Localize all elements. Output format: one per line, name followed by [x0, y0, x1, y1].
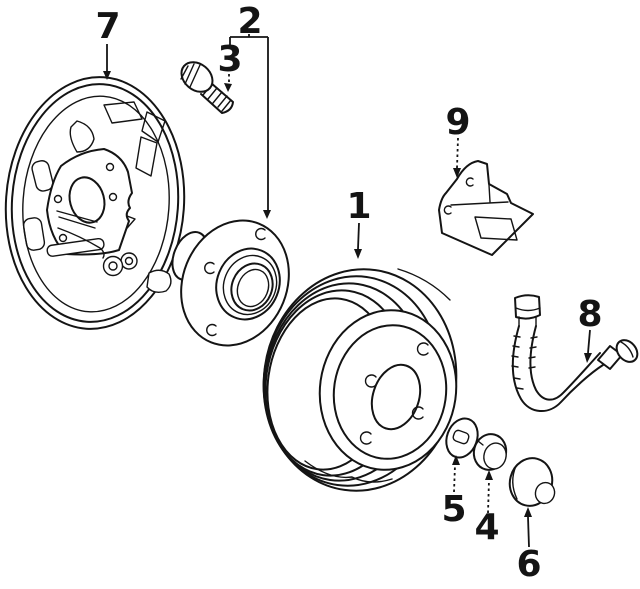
plate-hold-down-pin	[102, 255, 124, 277]
callout-6-arrowhead	[524, 507, 532, 517]
plate-bolt-hole	[58, 233, 68, 243]
plate-bolt-hole	[53, 194, 63, 204]
callout-6-leader	[527, 516, 530, 548]
bracket-hole	[443, 205, 452, 215]
callout-2-leader	[229, 34, 269, 210]
hub-bolt-drawing	[180, 61, 234, 114]
drum-center-hole	[370, 363, 422, 431]
hose-neck	[518, 316, 537, 327]
callout-1: 1	[346, 186, 372, 259]
callout-8-arrowhead	[584, 353, 592, 363]
callout-3: 3	[217, 39, 243, 92]
nut-face	[483, 442, 507, 470]
callout-8: 8	[577, 294, 603, 363]
plate-window-lower-left	[22, 217, 46, 251]
drum-top-lip-line	[397, 268, 451, 301]
bracket-hole	[465, 177, 474, 187]
washer-hole	[452, 429, 470, 445]
hub-bearing-ring	[222, 254, 278, 316]
plate-window-left	[31, 160, 54, 192]
drum-bottom-lip-line	[304, 460, 393, 483]
hub-assembly-drawing	[171, 219, 290, 347]
callout-7-arrowhead	[103, 71, 111, 80]
bracket-outline	[438, 160, 534, 256]
hose-end-fitting-line	[620, 341, 634, 358]
callout-9: 9	[445, 102, 471, 178]
plate-lever-tab	[146, 269, 172, 294]
callout-4-arrowhead	[485, 470, 493, 480]
plate-hold-down-pin-center	[108, 261, 118, 271]
bolt-head	[180, 61, 214, 93]
hub-bolt-hole	[255, 227, 266, 241]
callout-6: 6	[516, 507, 542, 585]
callout-8-number: 8	[577, 294, 602, 335]
drum-lug-hole	[411, 406, 424, 420]
callout-9-number: 9	[445, 102, 470, 143]
hub-bore	[230, 262, 274, 312]
bolt-head-hatching	[180, 63, 201, 88]
brake-hose-drawing	[511, 294, 639, 412]
plate-bolt-hole	[105, 162, 115, 172]
hose-top-fitting	[514, 294, 541, 320]
callout-2: 2	[229, 1, 271, 219]
callout-6-number: 6	[516, 544, 541, 585]
plate-window-top-right	[141, 111, 166, 143]
hose-bracket-drawing	[438, 160, 534, 256]
callout-8-leader	[587, 329, 591, 354]
plate-adjuster-wheel	[120, 252, 138, 270]
backing-plate-dish-edge	[22, 95, 170, 313]
plate-window-upper-left	[69, 120, 95, 153]
hub-bolt-hole	[206, 323, 217, 337]
callout-1-number: 1	[346, 186, 371, 227]
hub-bore-inner	[236, 268, 270, 308]
callout-5-leader	[453, 464, 456, 493]
hose-tube-outer	[511, 325, 604, 412]
plate-lever-arm	[57, 227, 105, 259]
plate-adjuster-wheel-center	[124, 256, 134, 266]
callout-1-leader	[357, 222, 360, 250]
drum-lug-hole	[416, 342, 429, 356]
brake-drum-drawing	[262, 268, 458, 492]
callout-1-arrowhead	[354, 249, 362, 259]
callout-7: 7	[95, 6, 121, 80]
bolt-shank	[200, 82, 234, 114]
plate-center-flange	[46, 148, 133, 256]
callout-5-number: 5	[441, 489, 466, 530]
plate-bolt-hole	[108, 192, 118, 202]
drum-lug-hole	[359, 431, 372, 445]
plate-center-hole	[68, 176, 106, 224]
callouts: 7 2 3 1 9 8 5	[95, 1, 602, 585]
callout-3-arrowhead	[224, 83, 232, 92]
callout-4: 4	[474, 470, 500, 548]
drum-lug-hole	[364, 374, 377, 388]
callout-4-leader	[487, 479, 490, 514]
callout-7-number: 7	[95, 6, 120, 47]
backing-plate-rim-inner-line	[10, 83, 180, 323]
callout-4-number: 4	[474, 507, 499, 548]
hose-tube-inner	[529, 325, 601, 401]
hub-nut-drawing	[472, 433, 508, 471]
hub-bolt-hole	[204, 261, 215, 275]
callout-5-arrowhead	[452, 455, 460, 465]
callout-2-arrowhead	[263, 210, 271, 219]
nut-edge-mark	[477, 440, 484, 446]
hose-ribbing-left	[511, 335, 524, 390]
plate-window-top	[103, 101, 143, 124]
callout-5: 5	[441, 455, 467, 530]
callout-9-arrowhead	[453, 168, 461, 178]
cap-rim-line	[512, 465, 518, 500]
hose-ribbing-right	[528, 336, 538, 369]
plate-window-right	[135, 136, 158, 177]
cap-end-dome	[534, 481, 556, 505]
plate-adjuster-bar	[46, 237, 105, 257]
plate-spring-rod	[56, 210, 98, 229]
bracket-slot	[474, 216, 518, 241]
callout-2-number: 2	[237, 1, 262, 42]
backing-plate-drawing	[4, 76, 186, 330]
callout-3-number: 3	[217, 39, 242, 80]
grease-cap-drawing	[508, 457, 556, 507]
bracket-fold-lines	[450, 184, 509, 206]
hose-top-fitting-line	[515, 307, 541, 312]
